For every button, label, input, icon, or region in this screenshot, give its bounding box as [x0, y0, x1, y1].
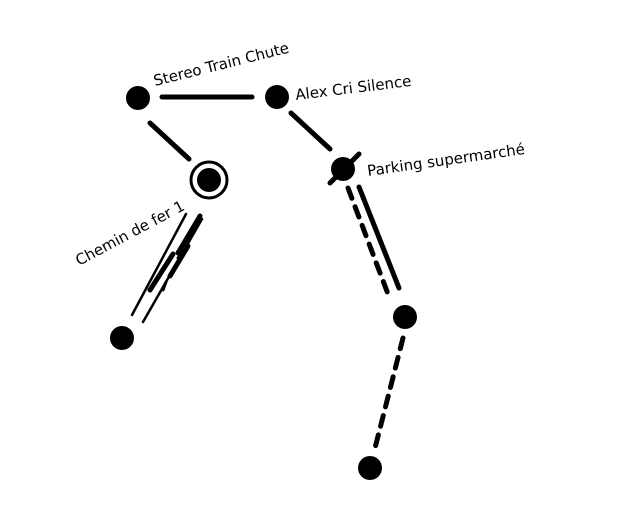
- segment-alex-to-parking: [288, 110, 333, 152]
- segment-parking-solid-rail: [356, 184, 402, 291]
- station-southern-terminus[interactable]: [358, 456, 382, 480]
- segment-chemin-rail-left: [130, 212, 188, 317]
- station-stereo-train-chute[interactable]: [126, 86, 150, 110]
- segment-stereo-to-chemin: [147, 120, 192, 162]
- rail-crossties: [147, 213, 203, 293]
- segment-parking-dashed-rail: [345, 185, 391, 297]
- station-parking-south-endpoint[interactable]: [393, 305, 417, 329]
- segment-south-dashed-branch: [371, 335, 406, 455]
- station-alex-cri-silence[interactable]: [265, 85, 289, 109]
- station-parking-supermarche[interactable]: [327, 151, 362, 186]
- station-chemin-de-fer-1[interactable]: [189, 160, 229, 200]
- station-chemin-endpoint[interactable]: [110, 326, 134, 350]
